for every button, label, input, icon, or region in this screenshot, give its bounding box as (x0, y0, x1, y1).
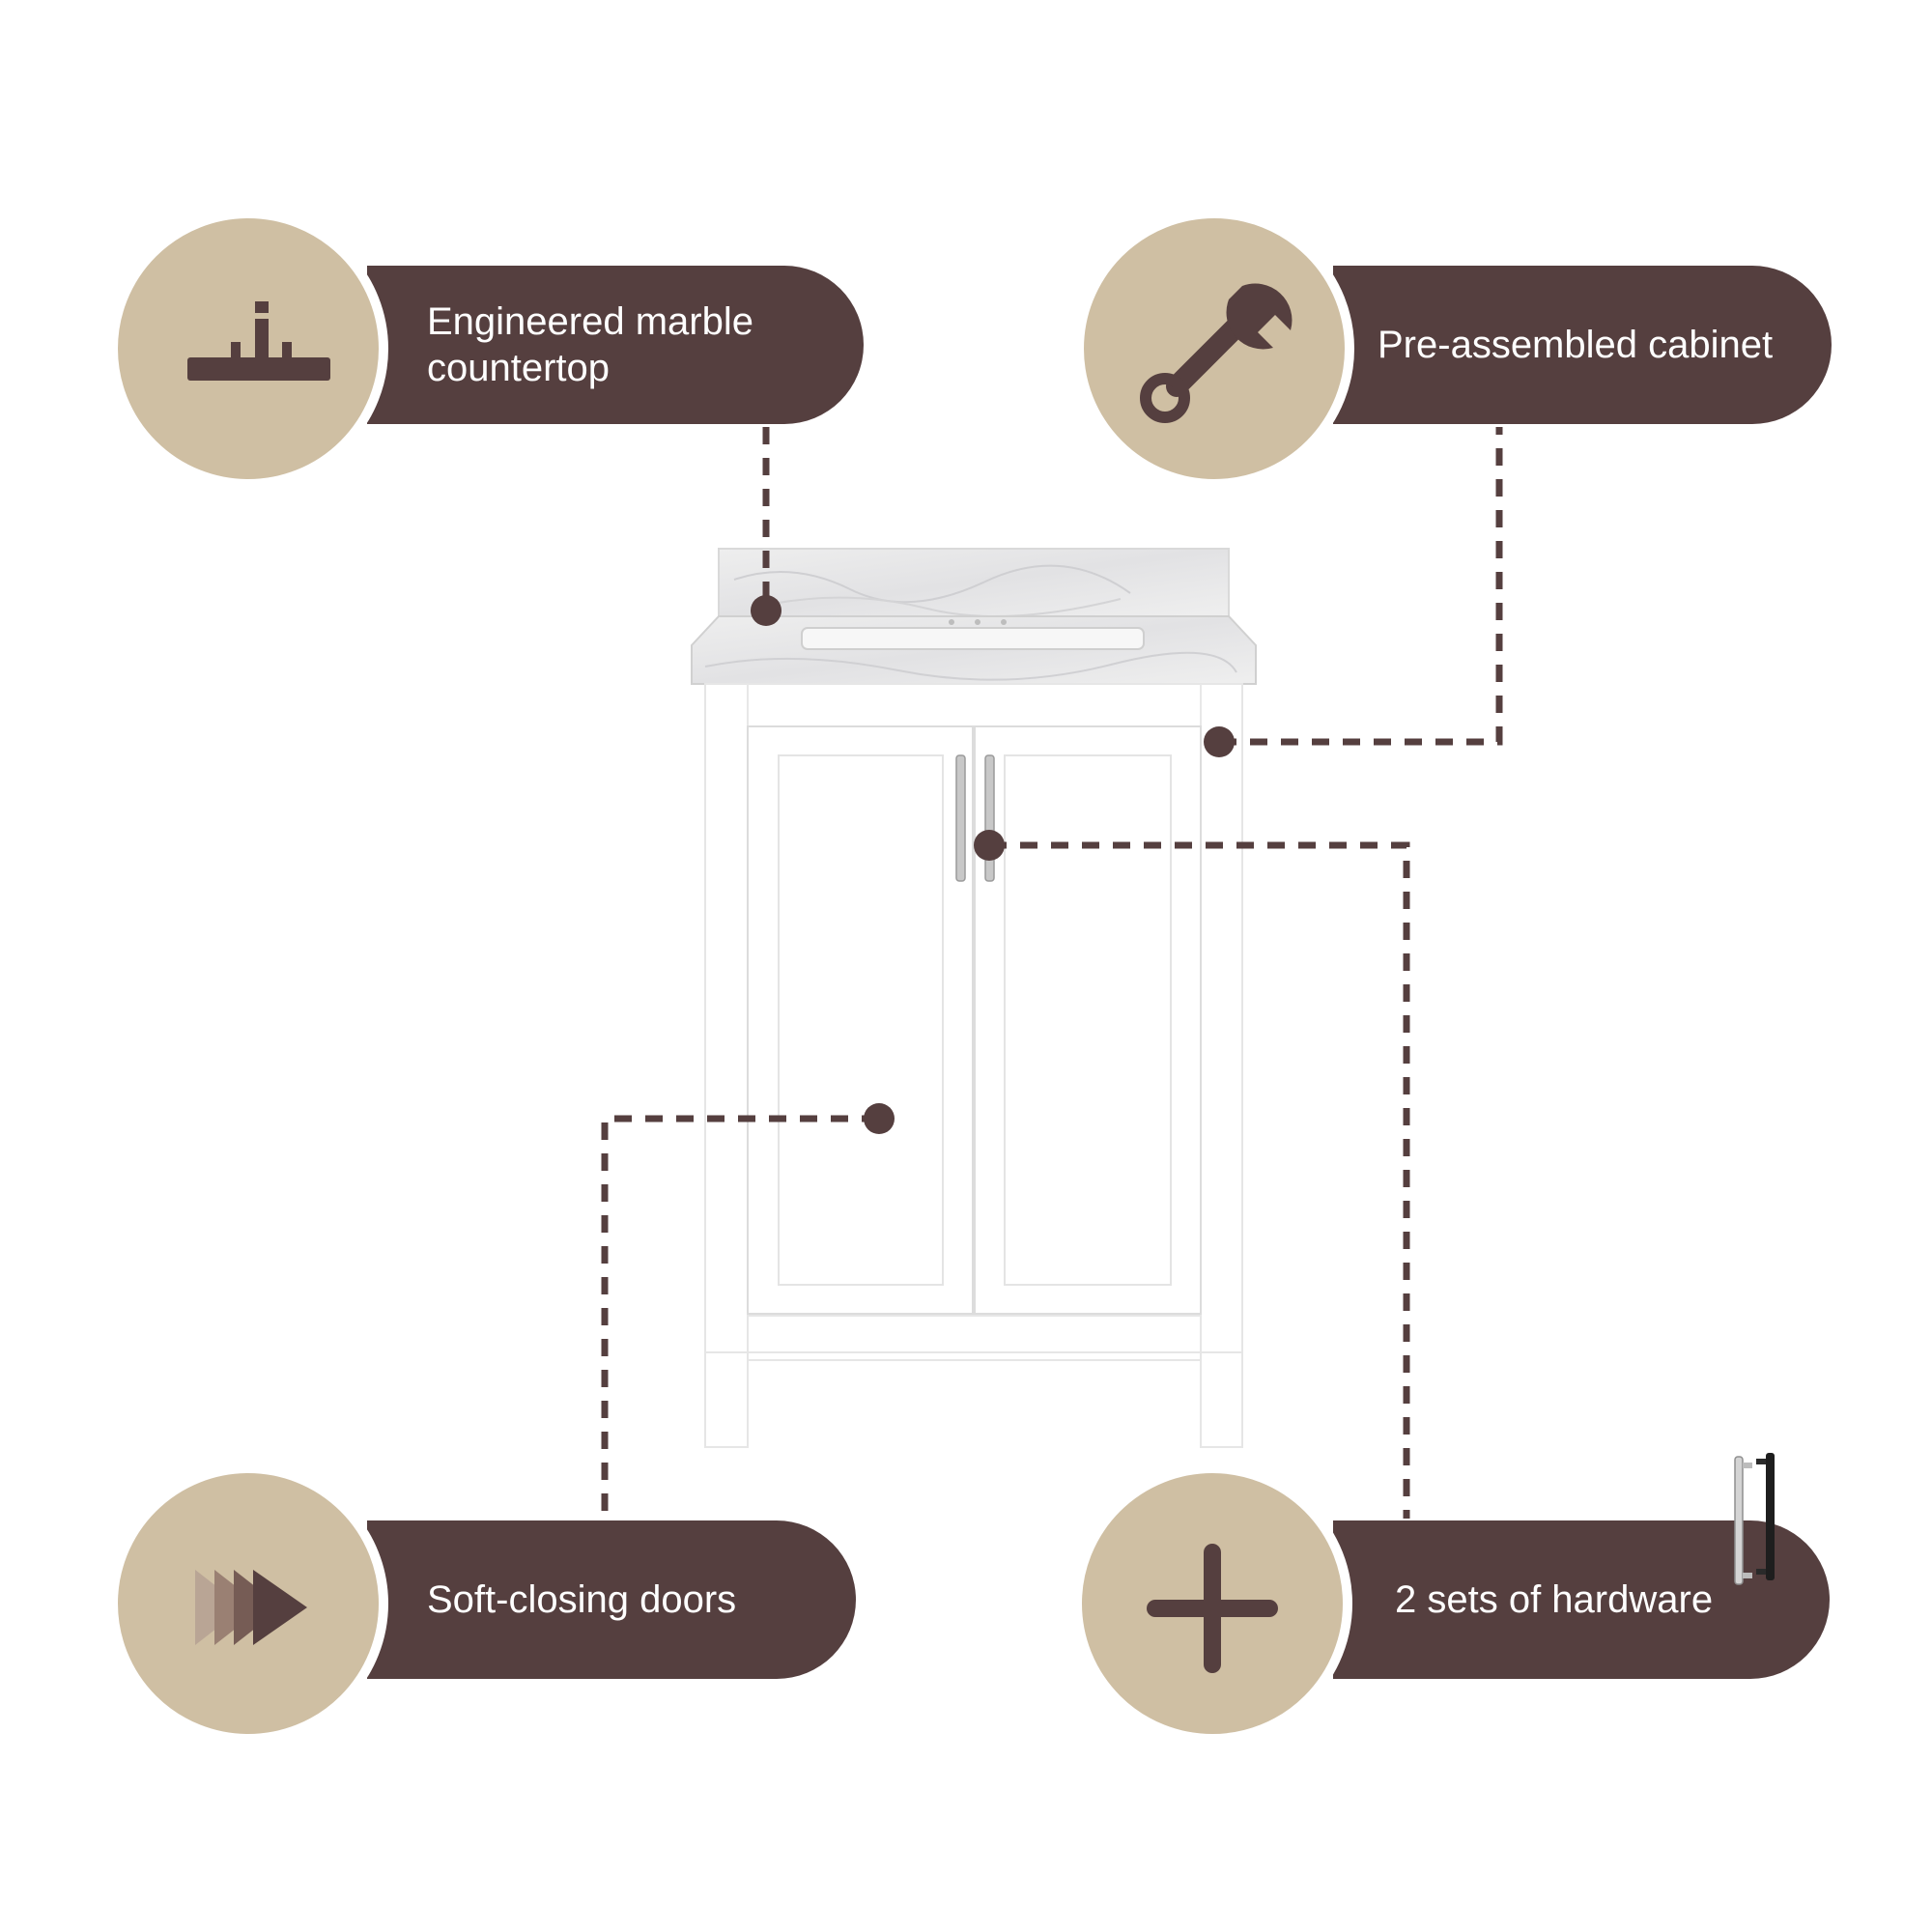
marker-dot-hardware (974, 830, 1005, 861)
callout-countertop: Engineered marble countertop (367, 266, 864, 424)
sink-faucet-icon (108, 209, 388, 489)
marker-dot-countertop (751, 595, 781, 626)
cabinet-door-right (974, 725, 1202, 1315)
sink-basin (801, 627, 1145, 650)
callout-cabinet-label: Pre-assembled cabinet (1378, 324, 1774, 366)
marker-dot-cabinet (1204, 726, 1235, 757)
connector-cabinet (1219, 427, 1503, 746)
cabinet-door-left (747, 725, 974, 1315)
callout-doors-label: Soft-closing doors (427, 1578, 737, 1621)
hardware-pulls-image (1734, 1453, 1775, 1585)
wrench-icon (1074, 209, 1354, 489)
marker-dot-doors (864, 1103, 895, 1134)
callout-countertop-label: Engineered marble countertop (427, 300, 753, 389)
connector-lines (601, 427, 1503, 1524)
callout-hardware-label: 2 sets of hardware (1395, 1578, 1714, 1621)
black-pull (1756, 1453, 1775, 1580)
cabinet-leg-right (1200, 1351, 1243, 1448)
callout-hardware: 2 sets of hardware (1333, 1520, 1830, 1679)
plus-icon (1072, 1463, 1352, 1744)
connector-hardware (989, 841, 1410, 1519)
door-handle-right (984, 754, 995, 882)
backsplash (718, 548, 1230, 617)
cabinet-leg-left (704, 1351, 749, 1448)
door-handle-left (955, 754, 966, 882)
callout-cabinet: Pre-assembled cabinet (1333, 266, 1832, 424)
fast-forward-arrows-icon (108, 1463, 388, 1744)
callout-doors: Soft-closing doors (367, 1520, 856, 1679)
chrome-pull (1734, 1456, 1752, 1585)
vanity-cabinet (691, 548, 1257, 1448)
